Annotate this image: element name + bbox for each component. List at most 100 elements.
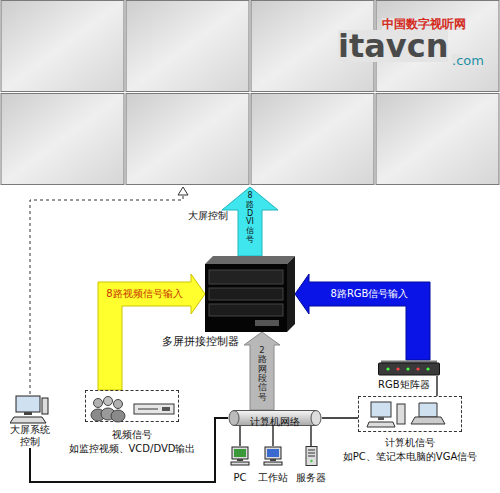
signal-label: 8路DVI信号	[246, 192, 254, 245]
icon-part	[10, 417, 46, 423]
icon-part	[114, 400, 123, 409]
icon-part	[209, 270, 283, 284]
watermark: itavcn	[338, 30, 448, 62]
rgb-icon	[378, 360, 440, 376]
node-label: 多屏拼接控制器	[162, 335, 239, 348]
icon-part	[419, 403, 437, 417]
pc-icon: PC	[228, 446, 252, 485]
network-wire	[30, 418, 228, 482]
icon-part	[134, 404, 174, 414]
node-label: RGB矩阵器	[378, 379, 430, 391]
node-label: 视频信号	[112, 429, 152, 441]
icon-part	[396, 367, 399, 370]
icon-part	[287, 256, 295, 332]
srv-icon	[301, 446, 321, 466]
icon-part	[386, 367, 389, 370]
rgb-matrix-device: RGB矩阵器	[378, 360, 440, 376]
signal-label: 2路网段信号	[258, 346, 267, 402]
icon-part	[270, 459, 276, 461]
screen	[376, 94, 499, 185]
icon-part	[111, 410, 125, 422]
icon-part	[265, 447, 281, 459]
node-label: 大屏系统 控制	[9, 424, 51, 448]
icon-part	[264, 462, 282, 465]
signal-label: 8路RGB信号输入	[331, 288, 409, 300]
watermark: 中国数字视听网	[382, 18, 466, 30]
signal-arrow	[295, 274, 430, 360]
node-label: 工作站	[258, 472, 288, 484]
network-wire	[436, 376, 437, 396]
control-arrowhead	[178, 187, 188, 195]
icon-part	[411, 417, 445, 424]
icon-part	[16, 396, 40, 412]
screen	[1, 94, 124, 185]
icon-part	[255, 320, 279, 326]
control-pc: 大屏系统 控制	[8, 394, 52, 448]
network-wire	[322, 417, 358, 418]
video-source-box: 视频信号如监控视频、VCD/DVD输出	[85, 390, 179, 422]
node-label: 服务器	[296, 472, 326, 484]
control-label: 大屏控制	[188, 211, 228, 221]
server-icon: 服务器	[294, 446, 328, 485]
icon-part	[406, 367, 409, 370]
icon-part	[306, 447, 317, 466]
icon-part	[308, 450, 315, 451]
network-wire	[310, 426, 311, 446]
icon-part	[231, 462, 249, 465]
icon-part	[379, 363, 440, 375]
icon-part	[138, 409, 158, 410]
signal-arrow	[244, 332, 280, 410]
icon-part	[426, 367, 429, 370]
icon-part	[205, 256, 295, 264]
video-icon	[86, 391, 180, 423]
icon-part	[310, 460, 312, 462]
node-caption: 如监控视频、VCD/DVD输出	[69, 443, 196, 455]
node-label: 计算机网络	[250, 414, 300, 430]
icon-part	[367, 422, 395, 427]
icon-part	[267, 449, 279, 457]
network-wire	[239, 426, 240, 446]
video-wall	[1, 1, 499, 185]
node-label: 计算机信号	[385, 437, 435, 449]
screen	[251, 94, 374, 185]
icon-part	[229, 411, 239, 426]
network-wire	[272, 426, 273, 446]
icon-part	[205, 264, 287, 332]
watermark: .com	[452, 54, 484, 67]
icon-part	[311, 411, 321, 426]
icon-part	[24, 412, 32, 415]
icon-part	[232, 447, 248, 459]
icon-part	[237, 459, 243, 461]
icon-part	[378, 417, 384, 420]
screen	[126, 94, 249, 185]
icon-part	[162, 407, 170, 411]
icon-part	[209, 304, 283, 316]
pc-icon	[230, 446, 250, 466]
node-caption: 如PC、笔记本电脑的VGA信号	[343, 451, 477, 463]
signal-arrow	[98, 274, 205, 390]
icon-part	[234, 449, 246, 457]
ctrl-icon	[205, 256, 295, 332]
icon-part	[416, 367, 419, 370]
computer-source-box: 计算机信号如PC、笔记本电脑的VGA信号	[358, 396, 462, 432]
mon-icon	[10, 394, 50, 424]
icon-part	[308, 453, 315, 454]
screen	[1, 1, 124, 92]
icon-part	[308, 456, 315, 457]
workstation-icon: 工作站	[256, 446, 290, 485]
signal-label: 8路视频信号输入	[106, 288, 182, 300]
icon-part	[42, 398, 48, 414]
icon-part	[397, 404, 405, 424]
icon-part	[371, 402, 391, 417]
ws-icon	[263, 446, 283, 466]
node-label: PC	[233, 472, 246, 484]
dvi-arrow	[222, 187, 278, 256]
icon-part	[209, 288, 283, 300]
network-cylinder: 计算机网络	[228, 410, 322, 426]
controller-device: 多屏拼接控制器	[205, 256, 295, 332]
screen	[126, 1, 249, 92]
icon-part	[104, 397, 113, 406]
icon-part	[94, 399, 103, 408]
comp-icon	[359, 397, 463, 433]
